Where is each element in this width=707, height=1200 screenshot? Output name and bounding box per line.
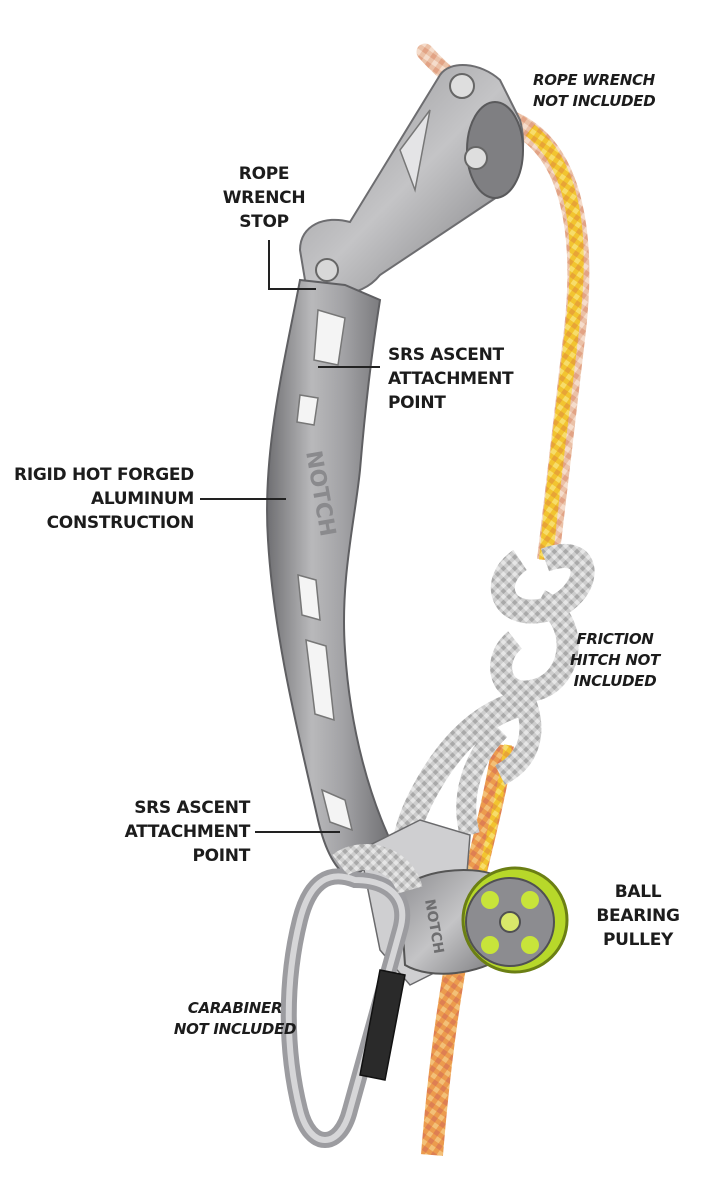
aluminum-arm-icon: NOTCH bbox=[266, 278, 397, 880]
pointer-line-srs-upper bbox=[318, 366, 380, 368]
label-rope-wrench-not-included: ROPE WRENCH NOT INCLUDED bbox=[533, 71, 656, 110]
carabiner-icon bbox=[280, 844, 423, 1148]
label-friction-hitch: FRICTION HITCH NOT INCLUDED bbox=[570, 630, 660, 690]
label-ball-bearing-pulley: BALL BEARING PULLEY bbox=[596, 882, 680, 950]
label-carabiner: CARABINER NOT INCLUDED bbox=[173, 999, 297, 1038]
label-srs-ascent-upper: SRS ASCENT ATTACHMENT POINT bbox=[388, 345, 514, 413]
pointer-line-rope-wrench-stop-v bbox=[268, 240, 270, 290]
pointer-line-rigid-construction bbox=[200, 498, 286, 500]
pointer-line-rope-wrench-stop-h bbox=[268, 288, 316, 290]
pointer-line-srs-lower bbox=[255, 831, 340, 833]
label-rope-wrench-stop: ROPE WRENCH STOP bbox=[222, 164, 306, 232]
label-srs-ascent-lower: SRS ASCENT ATTACHMENT POINT bbox=[124, 798, 251, 866]
label-rigid-construction: RIGID HOT FORGED ALUMINUM CONSTRUCTION bbox=[14, 465, 194, 533]
rope-wrench-icon bbox=[298, 63, 524, 296]
